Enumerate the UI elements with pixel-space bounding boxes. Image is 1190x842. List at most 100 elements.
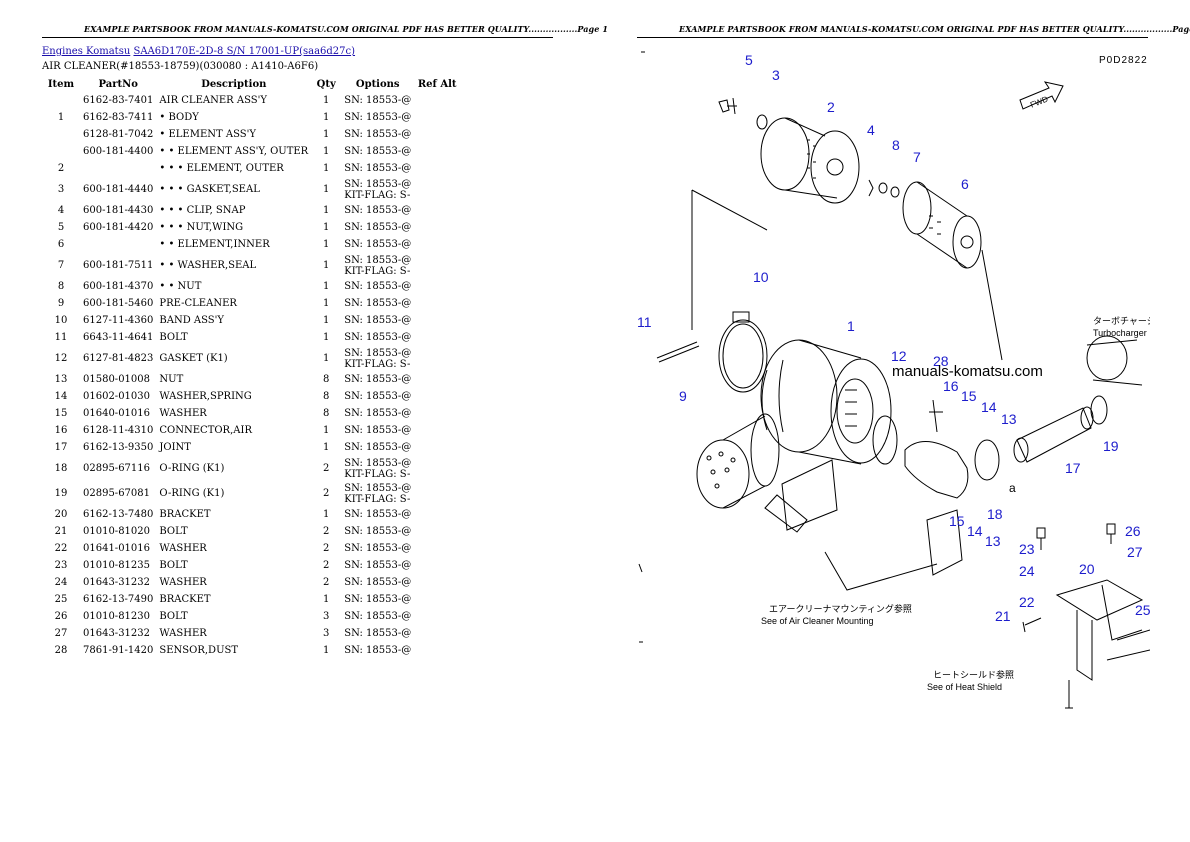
- item-cell: 5: [57, 222, 65, 233]
- options-cell: SN: 18553-@KIT-FLAG: S-: [341, 481, 414, 506]
- refalt-cell: [414, 591, 460, 608]
- refalt-cell: [414, 202, 460, 219]
- column-header-partno: PartNo: [98, 79, 138, 90]
- callout-2: 2: [827, 99, 835, 115]
- options-cell: SN: 18553-@: [341, 202, 414, 219]
- partno-cell: [80, 160, 156, 177]
- item-cell: 12: [54, 353, 68, 364]
- item-cell: [42, 143, 80, 160]
- options-cell: SN: 18553-@: [341, 625, 414, 642]
- item-cell: 27: [54, 628, 68, 639]
- heat-note-en: See of Heat Shield: [927, 682, 1002, 692]
- options-cell: SN: 18553-@: [341, 278, 414, 295]
- description-cell: • • • CLIP, SNAP: [159, 205, 246, 216]
- options-serial: SN: 18553-@: [344, 163, 412, 174]
- callout-24: 24: [1019, 563, 1035, 579]
- item-cell: 14: [54, 391, 68, 402]
- options-serial: SN: 18553-@: [344, 178, 412, 190]
- refalt-cell: [414, 388, 460, 405]
- options-cell: SN: 18553-@: [341, 312, 414, 329]
- partno-cell: 6162-83-7411: [83, 112, 154, 123]
- options-serial: SN: 18553-@: [344, 645, 412, 656]
- qty-cell: 1: [323, 95, 330, 106]
- description-cell: SENSOR,DUST: [159, 645, 239, 656]
- callout-23: 23: [1019, 541, 1035, 557]
- options-serial: SN: 18553-@: [344, 442, 412, 453]
- air-cleaner-body-shape: [760, 339, 892, 531]
- gasket-12-shape: [872, 415, 898, 465]
- callout-5: 5: [745, 52, 753, 68]
- partno-cell: 6128-11-4310: [83, 425, 154, 436]
- refalt-cell: [414, 574, 460, 591]
- options-serial: SN: 18553-@: [344, 281, 412, 292]
- options-serial: SN: 18553-@: [344, 577, 412, 588]
- options-serial: SN: 18553-@: [344, 594, 412, 605]
- callout-1: 1: [847, 318, 855, 334]
- partno-cell: 6162-13-9350: [83, 442, 154, 453]
- description-cell: BOLT: [159, 560, 188, 571]
- description-cell: O-RING (K1): [159, 463, 225, 474]
- item-cell: 23: [54, 560, 68, 571]
- options-serial: SN: 18553-@: [344, 146, 412, 157]
- partno-cell: 600-181-4440: [83, 184, 154, 195]
- item-cell: 21: [54, 526, 68, 537]
- options-serial: SN: 18553-@: [344, 526, 412, 537]
- partno-cell: 600-181-4370: [83, 281, 154, 292]
- column-header-description: Description: [201, 79, 267, 90]
- callout-7: 7: [913, 149, 921, 165]
- band-assembly-shape: [656, 311, 768, 393]
- options-kit-flag: KIT-FLAG: S-: [344, 265, 411, 277]
- partno-cell: 01580-01008: [83, 374, 151, 385]
- description-cell: WASHER,SPRING: [159, 391, 252, 402]
- refalt-cell: [414, 160, 460, 177]
- page-header-left: EXAMPLE PARTSBOOK FROM MANUALS-KOMATSU.C…: [84, 24, 608, 34]
- refalt-cell: [414, 312, 460, 329]
- column-header-refalt: Ref Alt: [417, 79, 457, 90]
- description-cell: PRE-CLEANER: [159, 298, 237, 309]
- options-cell: SN: 18553-@KIT-FLAG: S-: [341, 346, 414, 371]
- breadcrumb: Engines Komatsu SAA6D170E-2D-8 S/N 17001…: [42, 46, 355, 57]
- page-subtitle: AIR CLEANER(#18553-18759)(030080 : A1410…: [42, 61, 319, 72]
- options-serial: SN: 18553-@: [344, 391, 412, 402]
- leader-lines: [691, 189, 1003, 361]
- partno-cell: 7861-91-1420: [83, 645, 154, 656]
- callout-12: 12: [891, 348, 907, 364]
- callout-13b: 13: [985, 533, 1001, 549]
- options-cell: SN: 18553-@: [341, 92, 414, 109]
- refalt-cell: [414, 253, 460, 278]
- qty-cell: 1: [323, 509, 330, 520]
- partno-cell: 02895-67116: [83, 463, 151, 474]
- exploded-parts-diagram: P0D2822 FWD: [637, 51, 1150, 709]
- options-cell: SN: 18553-@: [341, 642, 414, 659]
- refalt-cell: [414, 109, 460, 126]
- refalt-cell: [414, 346, 460, 371]
- mount-note-jp: エアークリーナマウンティング参照: [769, 603, 912, 614]
- breadcrumb-link-model[interactable]: SAA6D170E-2D-8 S/N 17001-UP(saa6d27c): [133, 46, 356, 57]
- item-cell: [42, 126, 80, 143]
- qty-cell: 1: [323, 146, 330, 157]
- refalt-cell: [414, 219, 460, 236]
- column-header-item: Item: [47, 79, 75, 90]
- qty-cell: 1: [323, 205, 330, 216]
- refalt-cell: [414, 177, 460, 202]
- breadcrumb-link-engines[interactable]: Engines Komatsu: [42, 46, 131, 57]
- description-cell: WASHER: [159, 577, 207, 588]
- bolt-shape: [1106, 523, 1116, 544]
- item-cell: 7: [57, 260, 65, 271]
- item-cell: 15: [54, 408, 68, 419]
- description-cell: BOLT: [159, 611, 188, 622]
- item-cell: 13: [54, 374, 68, 385]
- qty-cell: 1: [323, 129, 330, 140]
- qty-cell: 3: [323, 628, 330, 639]
- item-cell: 4: [57, 205, 65, 216]
- description-cell: • • • GASKET,SEAL: [159, 184, 260, 195]
